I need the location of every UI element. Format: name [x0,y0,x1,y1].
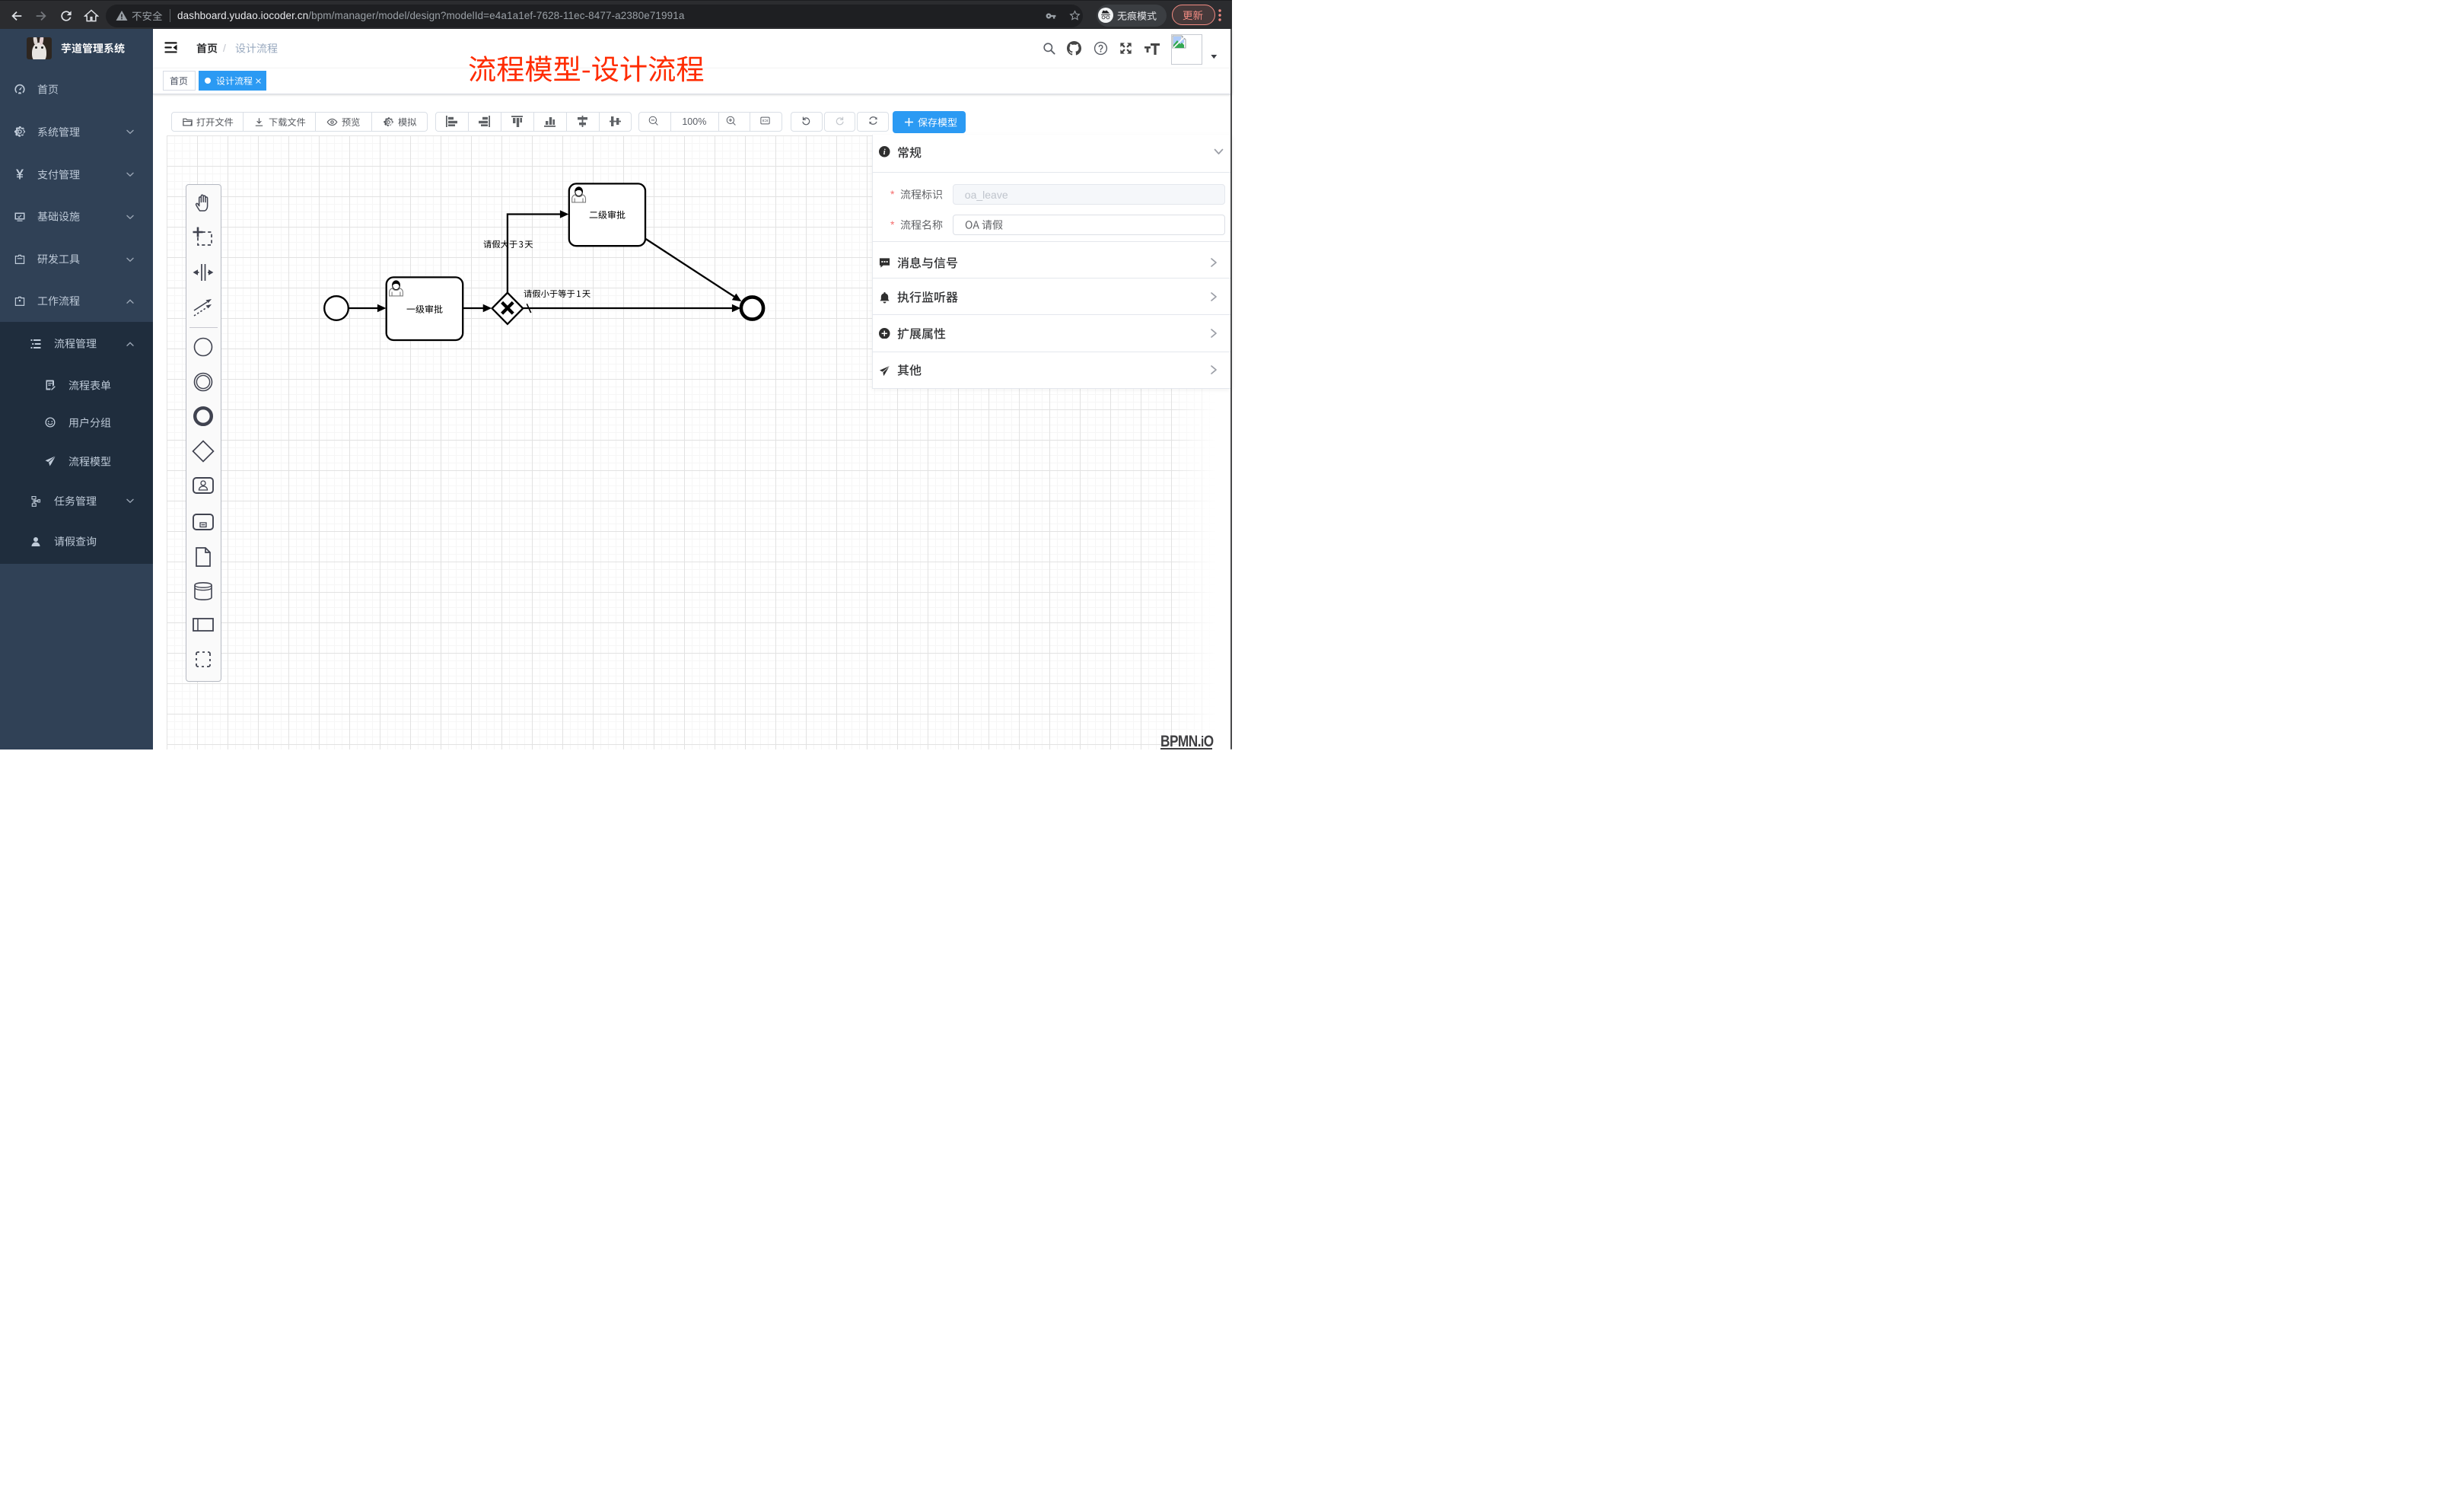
svg-text:i: i [883,148,886,157]
